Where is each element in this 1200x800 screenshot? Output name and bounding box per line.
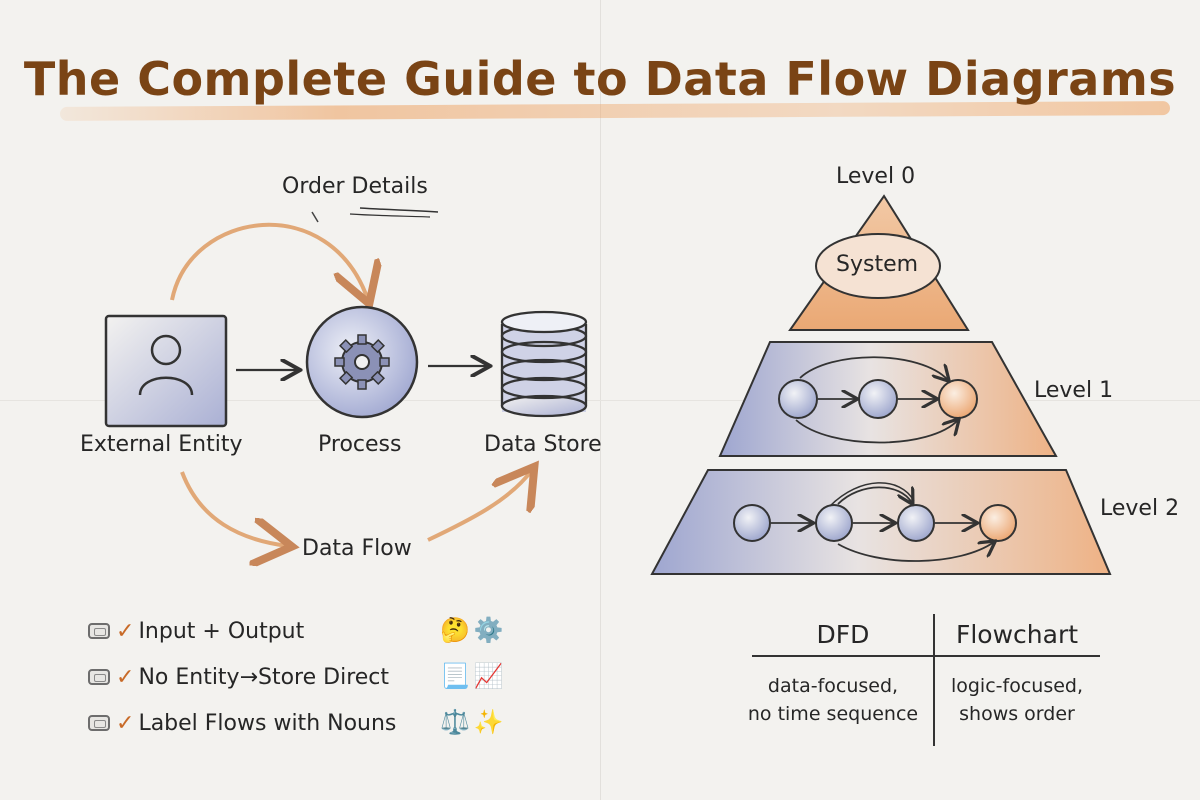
level-1-label: Level 1 bbox=[1034, 378, 1114, 403]
comparison-flowchart-desc: logic-focused, shows order bbox=[950, 675, 1084, 725]
external-entity-node bbox=[104, 314, 228, 428]
process-node bbox=[305, 305, 419, 419]
emoji-scales-sparkles: ⚖️✨ bbox=[440, 708, 508, 736]
gear-icon bbox=[334, 334, 390, 390]
checkmark-icon: ✓ bbox=[116, 664, 135, 690]
level1-node bbox=[938, 379, 978, 419]
checkmark-icon: ✓ bbox=[116, 618, 135, 644]
card-icon bbox=[88, 623, 110, 639]
card-icon bbox=[88, 669, 110, 685]
flow-label-order-details: Order Details bbox=[282, 174, 428, 199]
comparison-header-dfd: DFD bbox=[816, 620, 870, 649]
person-icon bbox=[150, 334, 182, 366]
pyramid-diagram bbox=[650, 194, 1112, 575]
data-flow-right bbox=[427, 470, 532, 542]
checklist-item: ✓ Label Flows with Nouns bbox=[88, 706, 396, 740]
system-label: System bbox=[836, 252, 919, 277]
level2-node bbox=[979, 504, 1017, 542]
flow-label-data-flow: Data Flow bbox=[302, 536, 412, 561]
system-node bbox=[815, 233, 941, 299]
level-0-label: Level 0 bbox=[836, 164, 916, 189]
checkmark-icon: ✓ bbox=[116, 710, 135, 736]
data-flow-left bbox=[180, 471, 288, 546]
level2-node bbox=[815, 504, 853, 542]
order-details-flow bbox=[170, 222, 368, 300]
order-details-pointer bbox=[311, 211, 319, 223]
level2-node bbox=[897, 504, 935, 542]
card-icon bbox=[88, 715, 110, 731]
level1-node bbox=[858, 379, 898, 419]
comparison-dfd-desc: data-focused, no time sequence bbox=[747, 675, 919, 725]
emoji-thinking-gear: 🤔⚙️ bbox=[440, 616, 508, 644]
paper-fold-horizontal bbox=[0, 400, 1200, 401]
node-label-data-store: Data Store bbox=[484, 432, 602, 457]
emoji-document-chart: 📃📈 bbox=[440, 662, 508, 690]
node-label-external-entity: External Entity bbox=[80, 432, 243, 457]
level2-node bbox=[733, 504, 771, 542]
data-store-node bbox=[500, 310, 588, 418]
comparison-header-flowchart: Flowchart bbox=[955, 620, 1079, 649]
checklist-item: ✓ No Entity→Store Direct bbox=[88, 660, 389, 694]
node-label-process: Process bbox=[318, 432, 402, 457]
level-2-label: Level 2 bbox=[1100, 496, 1180, 521]
checklist-item: ✓ Input + Output bbox=[88, 614, 304, 648]
page-title: The Complete Guide to Data Flow Diagrams bbox=[23, 52, 1177, 106]
level1-node bbox=[778, 379, 818, 419]
